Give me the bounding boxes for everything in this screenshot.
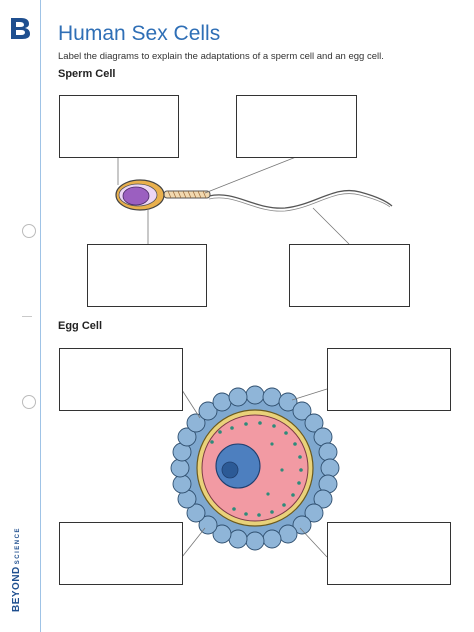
beyond-logo-icon — [11, 18, 30, 39]
page-margin-line — [40, 0, 41, 632]
sperm-label-box-top-left[interactable] — [59, 95, 179, 158]
sperm-label-box-bottom-right[interactable] — [289, 244, 410, 307]
instructions-text: Label the diagrams to explain the adapta… — [58, 51, 384, 62]
egg-label-box-bottom-left[interactable] — [59, 522, 183, 585]
egg-label-box-top-left[interactable] — [59, 348, 183, 411]
sperm-leader-lines — [117, 156, 350, 245]
egg-label-box-bottom-right[interactable] — [327, 522, 451, 585]
punch-hole-top — [22, 224, 36, 238]
sperm-cell-diagram — [115, 179, 393, 212]
sperm-label-box-top-right[interactable] — [236, 95, 357, 158]
egg-leader-lines — [181, 388, 328, 558]
egg-label-box-top-right[interactable] — [327, 348, 451, 411]
punch-hole-bottom — [22, 395, 36, 409]
sperm-section-heading: Sperm Cell — [58, 68, 116, 80]
margin-tick — [22, 316, 32, 317]
egg-section-heading: Egg Cell — [58, 320, 103, 332]
page-title: Human Sex Cells — [58, 22, 221, 45]
sperm-label-box-bottom-left[interactable] — [87, 244, 207, 307]
egg-cell-diagram — [170, 385, 340, 551]
